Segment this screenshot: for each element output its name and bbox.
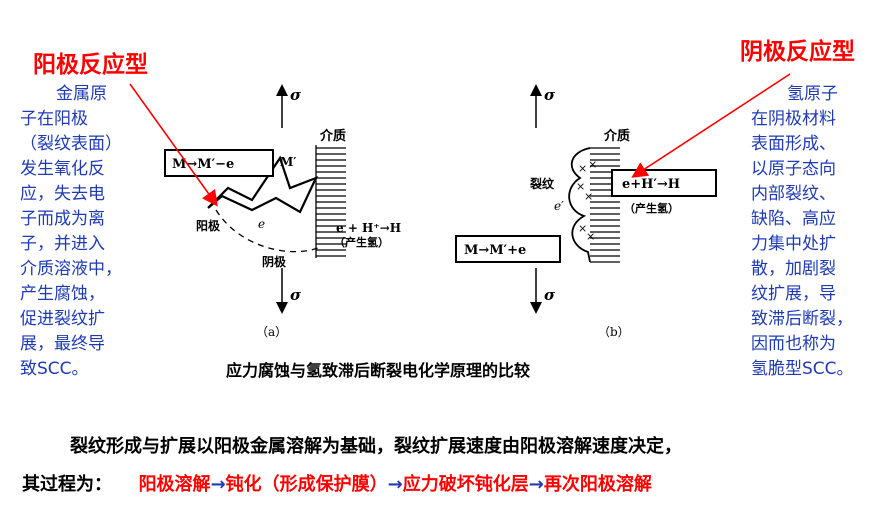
panel-b: σ σ 介质 ×× ×× ×× 裂纹 e′ e+H′→H （产生氢） xyxy=(455,84,717,339)
anode-reaction-label: M→M′−e xyxy=(172,157,234,172)
m-prime-label: M′ xyxy=(280,155,296,169)
svg-text:×: × xyxy=(586,230,595,243)
left-line: 子而成为离 xyxy=(20,209,105,229)
crack-label: 裂纹 xyxy=(529,176,555,191)
crack-outline xyxy=(207,155,319,214)
svg-text:×: × xyxy=(584,190,593,203)
right-line: 因而也称为 xyxy=(751,334,836,354)
electron-path xyxy=(215,209,319,253)
hydrogen-label: （产生氢） xyxy=(624,201,679,215)
hydrogen-crosses: ×× ×× ×× xyxy=(576,158,597,243)
right-description: 氢原子 在阴极材料 表面形成、 以原子态向 内部裂纹、 缺陷、高应 力集中处扩 … xyxy=(751,82,871,382)
right-line: 致滞后断裂， xyxy=(751,309,853,329)
sigma-label: σ xyxy=(544,286,556,304)
summary-line-1: 裂纹形成与扩展以阳极金属溶解为基础，裂纹扩展速度由阳极溶解速度决定， xyxy=(70,436,682,457)
left-line: 致SCC。 xyxy=(20,359,89,379)
process-arrow: → xyxy=(528,474,544,495)
electron-label: e′ xyxy=(554,199,564,213)
process-step: 钝化（形成保护膜） xyxy=(225,474,388,495)
process-prefix: 其过程为： xyxy=(22,474,112,495)
left-line: 子在阳极 xyxy=(20,109,88,129)
left-line: 发生氧化反 xyxy=(20,159,105,179)
left-line: 子，并进入 xyxy=(20,234,105,254)
left-line: 展，最终导 xyxy=(20,334,105,354)
sigma-label: σ xyxy=(290,86,302,104)
medium-label: 介质 xyxy=(603,128,630,144)
right-line: 氢脆型SCC。 xyxy=(751,359,854,379)
panel-a: σ σ 介质 M→M′−e M′ 阳极 e e + H⁺→H （产生氢 xyxy=(164,84,401,339)
process-arrow: → xyxy=(387,474,403,495)
cathode-reaction-box xyxy=(611,169,717,197)
medium-hatch xyxy=(315,145,346,258)
anode-reaction-box xyxy=(164,149,274,177)
left-line: （裂纹表面） xyxy=(20,134,122,154)
summary-line-2: 其过程为： 阳极溶解→钝化（形成保护膜）→应力破坏钝化层→再次阳极溶解 xyxy=(22,470,652,496)
svg-text:×: × xyxy=(588,158,597,171)
process-step: 应力破坏钝化层 xyxy=(402,474,529,495)
right-line: 散，加剧裂 xyxy=(751,259,836,279)
left-line: 产生腐蚀， xyxy=(20,284,105,304)
panel-label-a: （a） xyxy=(256,325,287,339)
metal-reaction-box xyxy=(455,235,561,263)
sigma-label: σ xyxy=(544,86,556,104)
left-line: 金属原 xyxy=(56,84,107,104)
left-line: 应，失去电 xyxy=(20,184,105,204)
electron-label: e xyxy=(258,217,265,231)
left-line: 促进裂纹扩 xyxy=(20,309,105,329)
hydrogen-label: （产生氢） xyxy=(334,235,389,249)
right-line: 以原子态向 xyxy=(751,159,836,179)
right-line: 力集中处扩 xyxy=(751,234,836,254)
sigma-label: σ xyxy=(290,286,302,304)
right-line: 纹扩展，导 xyxy=(751,284,836,304)
right-line: 表面形成、 xyxy=(751,134,836,154)
anode-label: 阳极 xyxy=(196,218,221,233)
panel-label-b: （b） xyxy=(598,325,630,339)
right-line: 在阴极材料 xyxy=(751,109,836,129)
process-arrow: → xyxy=(210,474,226,495)
left-pointer-arrow xyxy=(129,83,218,207)
svg-text:×: × xyxy=(578,222,587,235)
metal-reaction-label: M→M′+e xyxy=(464,243,526,258)
cathode-label: 阴极 xyxy=(262,254,287,269)
process-step: 阳极溶解 xyxy=(138,474,211,495)
right-title: 阴极反应型 xyxy=(740,39,855,65)
cathode-reaction-label: e + H⁺→H xyxy=(336,221,401,235)
svg-text:×: × xyxy=(578,162,587,175)
svg-text:×: × xyxy=(576,180,585,193)
right-line: 氢原子 xyxy=(787,84,838,104)
right-line: 内部裂纹、 xyxy=(751,184,836,204)
crack-boundary xyxy=(568,147,591,263)
process-step: 再次阳极溶解 xyxy=(543,474,652,495)
cathode-reaction-label: e+H′→H xyxy=(622,177,680,192)
left-line: 介质溶液中， xyxy=(20,259,122,279)
left-title: 阳极反应型 xyxy=(33,52,148,78)
right-pointer-arrow xyxy=(631,73,791,178)
medium-label: 介质 xyxy=(319,128,346,144)
right-line: 缺陷、高应 xyxy=(751,209,836,229)
left-description: 金属原 子在阳极 （裂纹表面） 发生氧化反 应，失去电 子而成为离 子，并进入 … xyxy=(20,82,160,382)
figure-caption: 应力腐蚀与氢致滞后断裂电化学原理的比较 xyxy=(226,361,530,380)
